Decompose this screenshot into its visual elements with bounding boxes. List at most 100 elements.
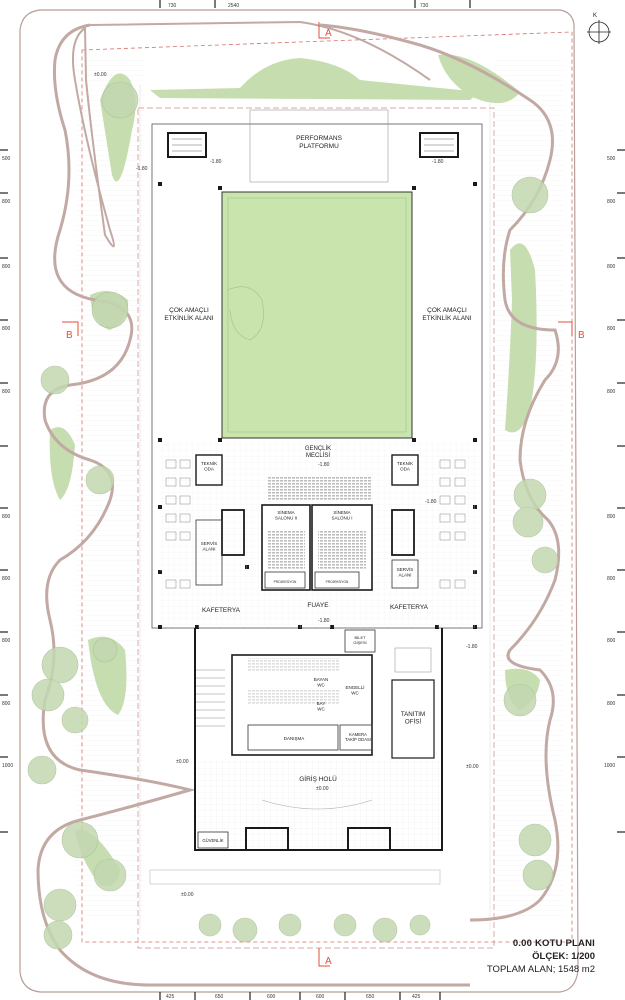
lower-building-walls — [194, 628, 443, 851]
info-desk-room — [247, 724, 339, 751]
dim-left-7: 800 — [2, 576, 11, 582]
label-line: GENÇLİK — [305, 445, 331, 452]
label-line: WC — [317, 706, 325, 711]
dim-right-4: 800 — [607, 326, 616, 332]
section-b-right: B — [578, 330, 585, 341]
label-line: DANIŞMA — [284, 736, 305, 741]
label-line: BAY — [317, 701, 326, 706]
plot-boundary-dashed — [81, 31, 573, 943]
section-a-bottom: A — [325, 956, 332, 967]
dim-bottom-2: 650 — [215, 994, 224, 1000]
wc-women-stalls — [248, 658, 340, 672]
north-arrow-icon — [587, 20, 611, 44]
label-line: SALONU I — [331, 515, 352, 520]
security-booth — [197, 831, 229, 849]
label-line: WC — [351, 690, 359, 695]
label-line: PROJEKSİYON — [274, 579, 297, 584]
dim-left-10: 1000 — [2, 763, 13, 769]
dim-right-9: 800 — [607, 701, 616, 707]
lawn-right — [505, 243, 537, 433]
label-line: KAFETERYA — [202, 607, 241, 614]
label-foyer: FUAYE — [307, 602, 329, 609]
performance-platform-area — [249, 109, 389, 183]
label-line: BAYAN — [314, 677, 329, 682]
label-line: MECLİSİ — [306, 452, 330, 459]
dim-top-1: 730 — [168, 3, 177, 9]
label-cafe-left: KAFETERYA — [202, 607, 241, 614]
dim-right-2: 800 — [607, 199, 616, 205]
dim-bottom-5: 650 — [366, 994, 375, 1000]
wc-men-stalls — [248, 690, 340, 704]
label-line: KAMERA — [349, 732, 367, 737]
entrance-stairs — [196, 669, 225, 727]
entrance-hall-curve — [261, 799, 373, 810]
label-security: GÜVENLİK — [202, 838, 223, 843]
plan-area: TOPLAM ALAN; 1548 m2 — [486, 964, 595, 975]
label-line: SİNEMA — [333, 509, 350, 515]
dim-left-4: 800 — [2, 326, 11, 332]
site-boundary — [19, 9, 579, 993]
label-line: OFİSİ — [405, 718, 421, 725]
dim-left-9: 800 — [2, 701, 11, 707]
label-line: ALANI — [202, 546, 215, 551]
label-line: BİLET — [354, 635, 366, 640]
level-12: ±0.00 — [181, 892, 194, 898]
dim-right-10: 1000 — [604, 763, 615, 769]
label-line: PROJEKSİYON — [326, 579, 349, 584]
cinema-1-seats — [318, 530, 366, 570]
dim-left-1: 500 — [2, 156, 11, 162]
cafe-tables — [165, 459, 466, 673]
projection-left-room — [264, 571, 306, 589]
dim-bottom-1: 425 — [166, 994, 175, 1000]
section-a-top: A — [325, 28, 332, 39]
label-line: TANITIM — [401, 711, 425, 718]
trees — [27, 81, 559, 950]
level-3: -1.80 — [432, 159, 444, 165]
dim-left-6: 800 — [2, 514, 11, 520]
entrance-core-right — [347, 827, 391, 851]
plan-name: 0.00 KOTU PLANI — [512, 938, 595, 949]
entrance-hall-floor — [196, 760, 441, 848]
walking-path-left-inner — [72, 26, 115, 248]
label-projection-right: PROJEKSİYON — [326, 579, 349, 584]
lawn-top-right — [438, 54, 520, 104]
section-lines — [62, 22, 573, 967]
label-line: SİNEMA — [277, 509, 294, 515]
tech-room-right — [391, 454, 419, 486]
entrance-ramp — [149, 869, 441, 885]
title-block: 0.00 KOTU PLANI ÖLÇEK: 1/200 TOPLAM ALAN… — [487, 938, 595, 975]
level-1: -1.80 — [136, 166, 148, 172]
dim-right-7: 800 — [607, 576, 616, 582]
label-entrance-hall: GİRİŞ HOLÜ — [299, 774, 337, 783]
level-11: ±0.00 — [466, 764, 479, 770]
section-b-left: B — [66, 330, 73, 341]
entrance-core-left — [245, 827, 289, 851]
dim-bottom-6: 425 — [412, 994, 421, 1000]
walking-path-top — [89, 20, 431, 81]
label-line: GİŞESİ — [353, 640, 366, 645]
cinema-2-seats — [267, 530, 305, 570]
label-line: TAKİP ODASI — [345, 737, 371, 742]
dim-right-6: 800 — [607, 514, 616, 520]
tech-room-left — [195, 454, 223, 486]
level-4: -1.80 — [318, 462, 330, 468]
ticket-office — [344, 629, 376, 653]
top-stair-cores — [167, 132, 459, 158]
label-cafe-right: KAFETERYA — [390, 604, 429, 611]
label-line: ALANI — [398, 572, 411, 577]
label-projection-left: PROJEKSİYON — [274, 579, 297, 584]
camera-room — [339, 724, 373, 751]
label-line: PLATFORMU — [299, 143, 339, 150]
walking-path-left — [36, 23, 470, 987]
label-line: GİRİŞ HOLÜ — [299, 774, 337, 783]
